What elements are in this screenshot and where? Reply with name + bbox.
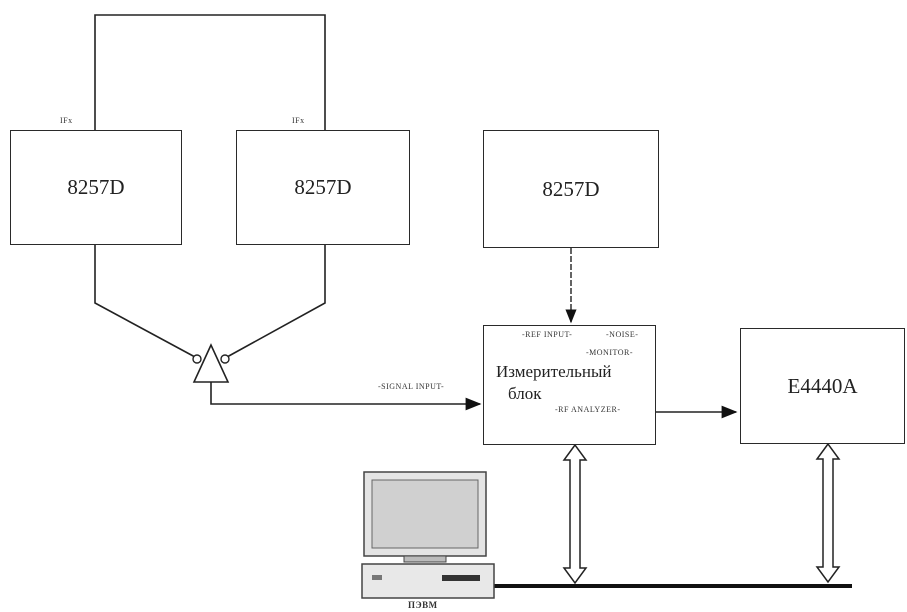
measuring-unit-block: Измерительный блок	[483, 325, 656, 445]
top-link-line	[94, 14, 326, 130]
computer-icon	[361, 471, 495, 599]
generator-left-label: 8257D	[67, 175, 125, 199]
left-gen-to-splitter-line	[94, 244, 196, 358]
splitter-port-left	[192, 354, 202, 364]
hx-label-left: IFx	[60, 116, 73, 125]
generator-right-label: 8257D	[542, 176, 600, 201]
signal-generator-middle: 8257D	[236, 130, 410, 245]
measuring-unit-title-line2: блок	[508, 384, 542, 403]
signal-generator-left: 8257D	[10, 130, 182, 245]
generator-middle-label: 8257D	[294, 175, 352, 199]
hx-label-middle: IFx	[292, 116, 305, 125]
splitter-to-measuring-unit-arrow	[210, 382, 482, 411]
analyzer-label: E4440A	[787, 373, 858, 398]
bus-link-analyzer	[815, 442, 841, 584]
ref-input-label: -REF INPUT-	[522, 330, 573, 339]
splitter-port-right	[220, 354, 230, 364]
signal-input-label: -SIGNAL INPUT-	[378, 382, 445, 391]
measuring-unit-title-line1: Измерительный	[496, 362, 612, 381]
signal-generator-right: 8257D	[483, 130, 659, 248]
bus-link-measuring-unit	[562, 443, 588, 585]
rf-analyzer-label: -RF ANALYZER-	[555, 405, 621, 414]
monitor-label: -MONITOR-	[586, 348, 634, 357]
power-splitter-symbol	[192, 343, 230, 383]
computer-label: ПЭВМ	[408, 600, 438, 610]
mid-gen-to-splitter-line	[226, 244, 326, 358]
spectrum-analyzer-block: E4440A	[740, 328, 905, 444]
noise-label: -NOISE-	[606, 330, 639, 339]
